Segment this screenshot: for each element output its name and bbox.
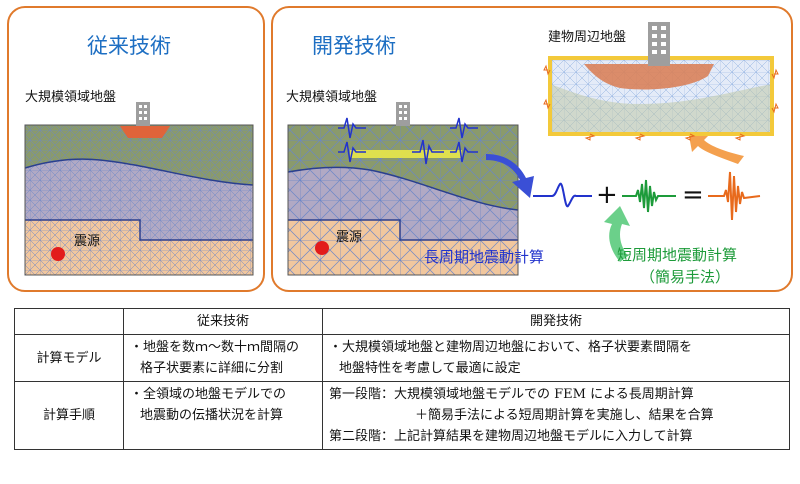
- comparison-table: 従来技術 開発技術 計算モデル ・地盤を数ｍ～数十ｍ間隔の 格子状要素に詳細に分…: [14, 308, 790, 450]
- conventional-ground-model: [24, 22, 779, 276]
- curved-arrow-green-icon: [604, 206, 630, 262]
- cell-line: ・大規模領域地盤と建物周辺地盤において、格子状要素間隔を: [329, 340, 692, 355]
- conventional-building-icon: [120, 102, 170, 138]
- cell-conventional-procedure: ・全領域の地盤モデルでの 地震動の伝播状況を計算: [123, 381, 323, 450]
- cell-line: ＋簡易手法による短周期計算を実施し、結果を合算: [415, 408, 714, 423]
- row-label-model: 計算モデル: [14, 334, 124, 382]
- plus-sign: +: [596, 180, 618, 210]
- header-cell-developed: 開発技術: [322, 308, 790, 335]
- table-row: 計算モデル ・地盤を数ｍ～数十ｍ間隔の 格子状要素に詳細に分割 ・大規模領域地盤…: [14, 334, 790, 382]
- conventional-source-marker: [51, 247, 65, 261]
- conventional-region-label: 大規模領域地盤: [25, 90, 117, 105]
- row-label-procedure: 計算手順: [14, 381, 124, 450]
- cell-developed-model: ・大規模領域地盤と建物周辺地盤において、格子状要素間隔を 地盤特性を考慮して最適…: [322, 334, 790, 382]
- table-row: 計算手順 ・全領域の地盤モデルでの 地震動の伝播状況を計算 第一段階：大規模領域…: [14, 381, 790, 450]
- developed-panel: [271, 6, 793, 292]
- developed-source-label: 震源: [336, 230, 363, 245]
- building-vicinity-model: [543, 56, 779, 141]
- cell-conventional-model: ・地盤を数ｍ～数十ｍ間隔の 格子状要素に詳細に分割: [123, 334, 323, 382]
- header-cell-blank: [14, 308, 124, 335]
- table-header-row: 従来技術 開発技術: [14, 308, 790, 335]
- conventional-source-label: 震源: [74, 234, 101, 249]
- header-cell-conventional: 従来技術: [123, 308, 323, 335]
- long-period-caption: 長周期地震動計算: [424, 248, 545, 266]
- developed-region-label: 大規模領域地盤: [286, 90, 378, 105]
- cell-developed-procedure: 第一段階：大規模領域地盤モデルでの FEM による長周期計算 ＋簡易手法による短…: [322, 381, 790, 450]
- developed-source-marker: [315, 241, 329, 255]
- short-period-caption-line1: 短周期地震動計算: [617, 246, 738, 264]
- cell-line: 地盤特性を考慮して最適に設定: [339, 361, 521, 376]
- developed-building-icon-large: [396, 102, 410, 126]
- cell-line: ・全領域の地盤モデルでの: [130, 387, 287, 402]
- cell-line: 第二段階：上記計算結果を建物周辺地盤モデルに入力して計算: [329, 429, 693, 444]
- combined-wave-icon: [708, 171, 761, 221]
- developed-title: 開発技術: [312, 34, 396, 58]
- conventional-title: 従来技術: [87, 34, 171, 58]
- equals-sign: =: [682, 180, 704, 210]
- curved-arrow-orange-icon: [688, 130, 744, 164]
- short-period-caption-line2: （簡易手法）: [640, 268, 731, 286]
- cell-line: 地震動の伝播状況を計算: [140, 408, 284, 423]
- long-period-wave-traces: [338, 117, 478, 165]
- building-vicinity-label: 建物周辺地盤: [548, 30, 627, 45]
- long-period-wave-icon: [533, 182, 592, 208]
- curved-arrow-blue-icon: [486, 154, 534, 198]
- cell-line: 第一段階：大規模領域地盤モデルでの FEM による長周期計算: [329, 387, 694, 402]
- developed-building-icon-small: [648, 22, 670, 66]
- cell-line: 格子状要素に詳細に分割: [140, 361, 284, 376]
- cell-line: ・地盤を数ｍ～数十ｍ間隔の: [130, 340, 300, 355]
- short-period-wave-icon: [622, 179, 676, 213]
